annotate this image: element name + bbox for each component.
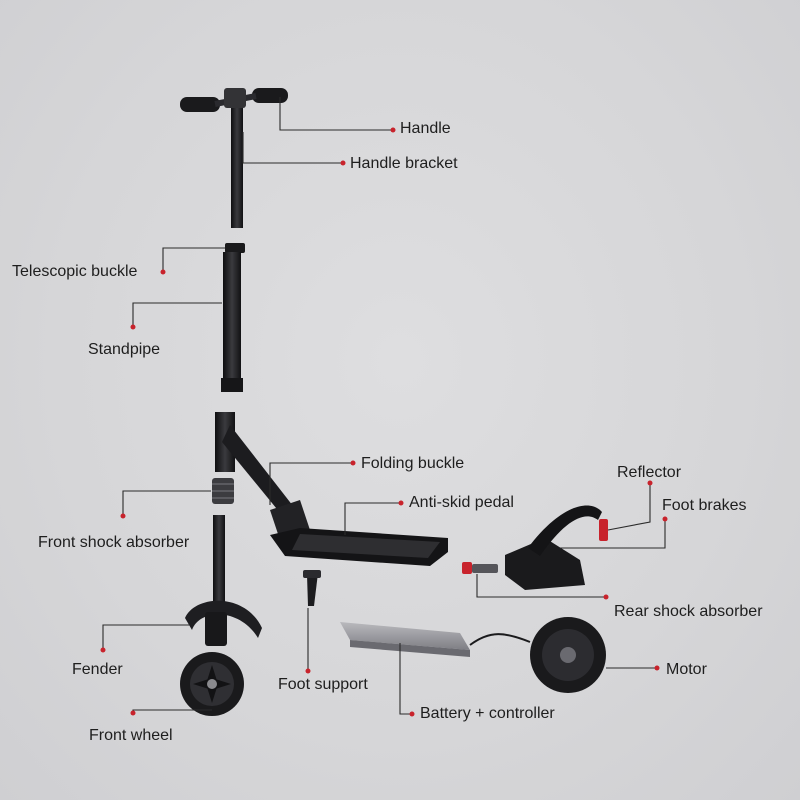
- handle-part: [180, 88, 288, 112]
- leader-battery-controller: [399, 643, 411, 715]
- marker-dots: [100, 127, 668, 717]
- folding-frame-part: [215, 412, 310, 540]
- label-standpipe: Standpipe: [88, 341, 161, 358]
- anti-skid-pedal-part: [270, 528, 448, 566]
- label-rear-shock-absorber: Rear shock absorber: [614, 603, 763, 620]
- label-folding-buckle: Folding buckle: [361, 455, 465, 472]
- label-motor: Motor: [666, 661, 707, 678]
- leader-telescopic-buckle: [162, 247, 225, 271]
- dot-motor: [654, 665, 660, 671]
- label-battery-controller: Battery + controller: [420, 705, 555, 722]
- leader-handle-bracket: [242, 132, 342, 164]
- leader-fender: [102, 624, 190, 649]
- handle-bracket-part: [231, 108, 243, 228]
- dot-anti-skid-pedal: [398, 500, 404, 506]
- label-handle: Handle: [400, 120, 451, 137]
- standpipe-part: [221, 252, 243, 392]
- dot-front-wheel: [130, 710, 136, 716]
- motor-part: [530, 617, 606, 693]
- label-front-wheel: Front wheel: [89, 727, 173, 744]
- dot-folding-buckle: [350, 460, 356, 466]
- leader-folding-buckle: [269, 462, 352, 505]
- dot-handle-bracket: [340, 160, 346, 166]
- label-foot-brakes: Foot brakes: [662, 497, 747, 514]
- fender-part: [185, 515, 262, 646]
- dot-standpipe: [130, 324, 136, 330]
- leader-reflector: [607, 484, 651, 531]
- label-foot-support: Foot support: [278, 676, 368, 693]
- label-handle-bracket: Handle bracket: [350, 155, 458, 172]
- label-anti-skid-pedal: Anti-skid pedal: [409, 494, 514, 511]
- leader-handle: [279, 97, 392, 131]
- label-reflector: Reflector: [617, 464, 682, 481]
- dot-foot-brakes: [662, 516, 668, 522]
- dot-reflector: [647, 480, 653, 486]
- leader-front-shock-absorber: [122, 490, 211, 515]
- front-wheel-part: [180, 652, 244, 716]
- dot-rear-shock-absorber: [603, 594, 609, 600]
- dot-handle: [390, 127, 396, 133]
- dot-front-shock-absorber: [120, 513, 126, 519]
- leader-rear-shock-absorber: [476, 574, 605, 598]
- telescopic-buckle-part: [225, 243, 245, 253]
- dot-foot-support: [305, 668, 311, 674]
- label-front-shock-absorber: Front shock absorber: [38, 534, 190, 551]
- dot-battery-controller: [409, 711, 415, 717]
- rear-shock-absorber-part: [462, 562, 498, 574]
- dot-telescopic-buckle: [160, 269, 166, 275]
- foot-brakes-part: [505, 505, 608, 590]
- leader-standpipe: [132, 302, 222, 326]
- battery-controller-part: [340, 622, 531, 657]
- dot-fender: [100, 647, 106, 653]
- label-fender: Fender: [72, 661, 123, 678]
- label-telescopic-buckle: Telescopic buckle: [12, 263, 138, 280]
- leader-anti-skid-pedal: [344, 502, 400, 535]
- foot-support-part: [303, 570, 321, 606]
- leader-foot-brakes: [560, 520, 666, 549]
- front-shock-absorber-part: [212, 478, 234, 504]
